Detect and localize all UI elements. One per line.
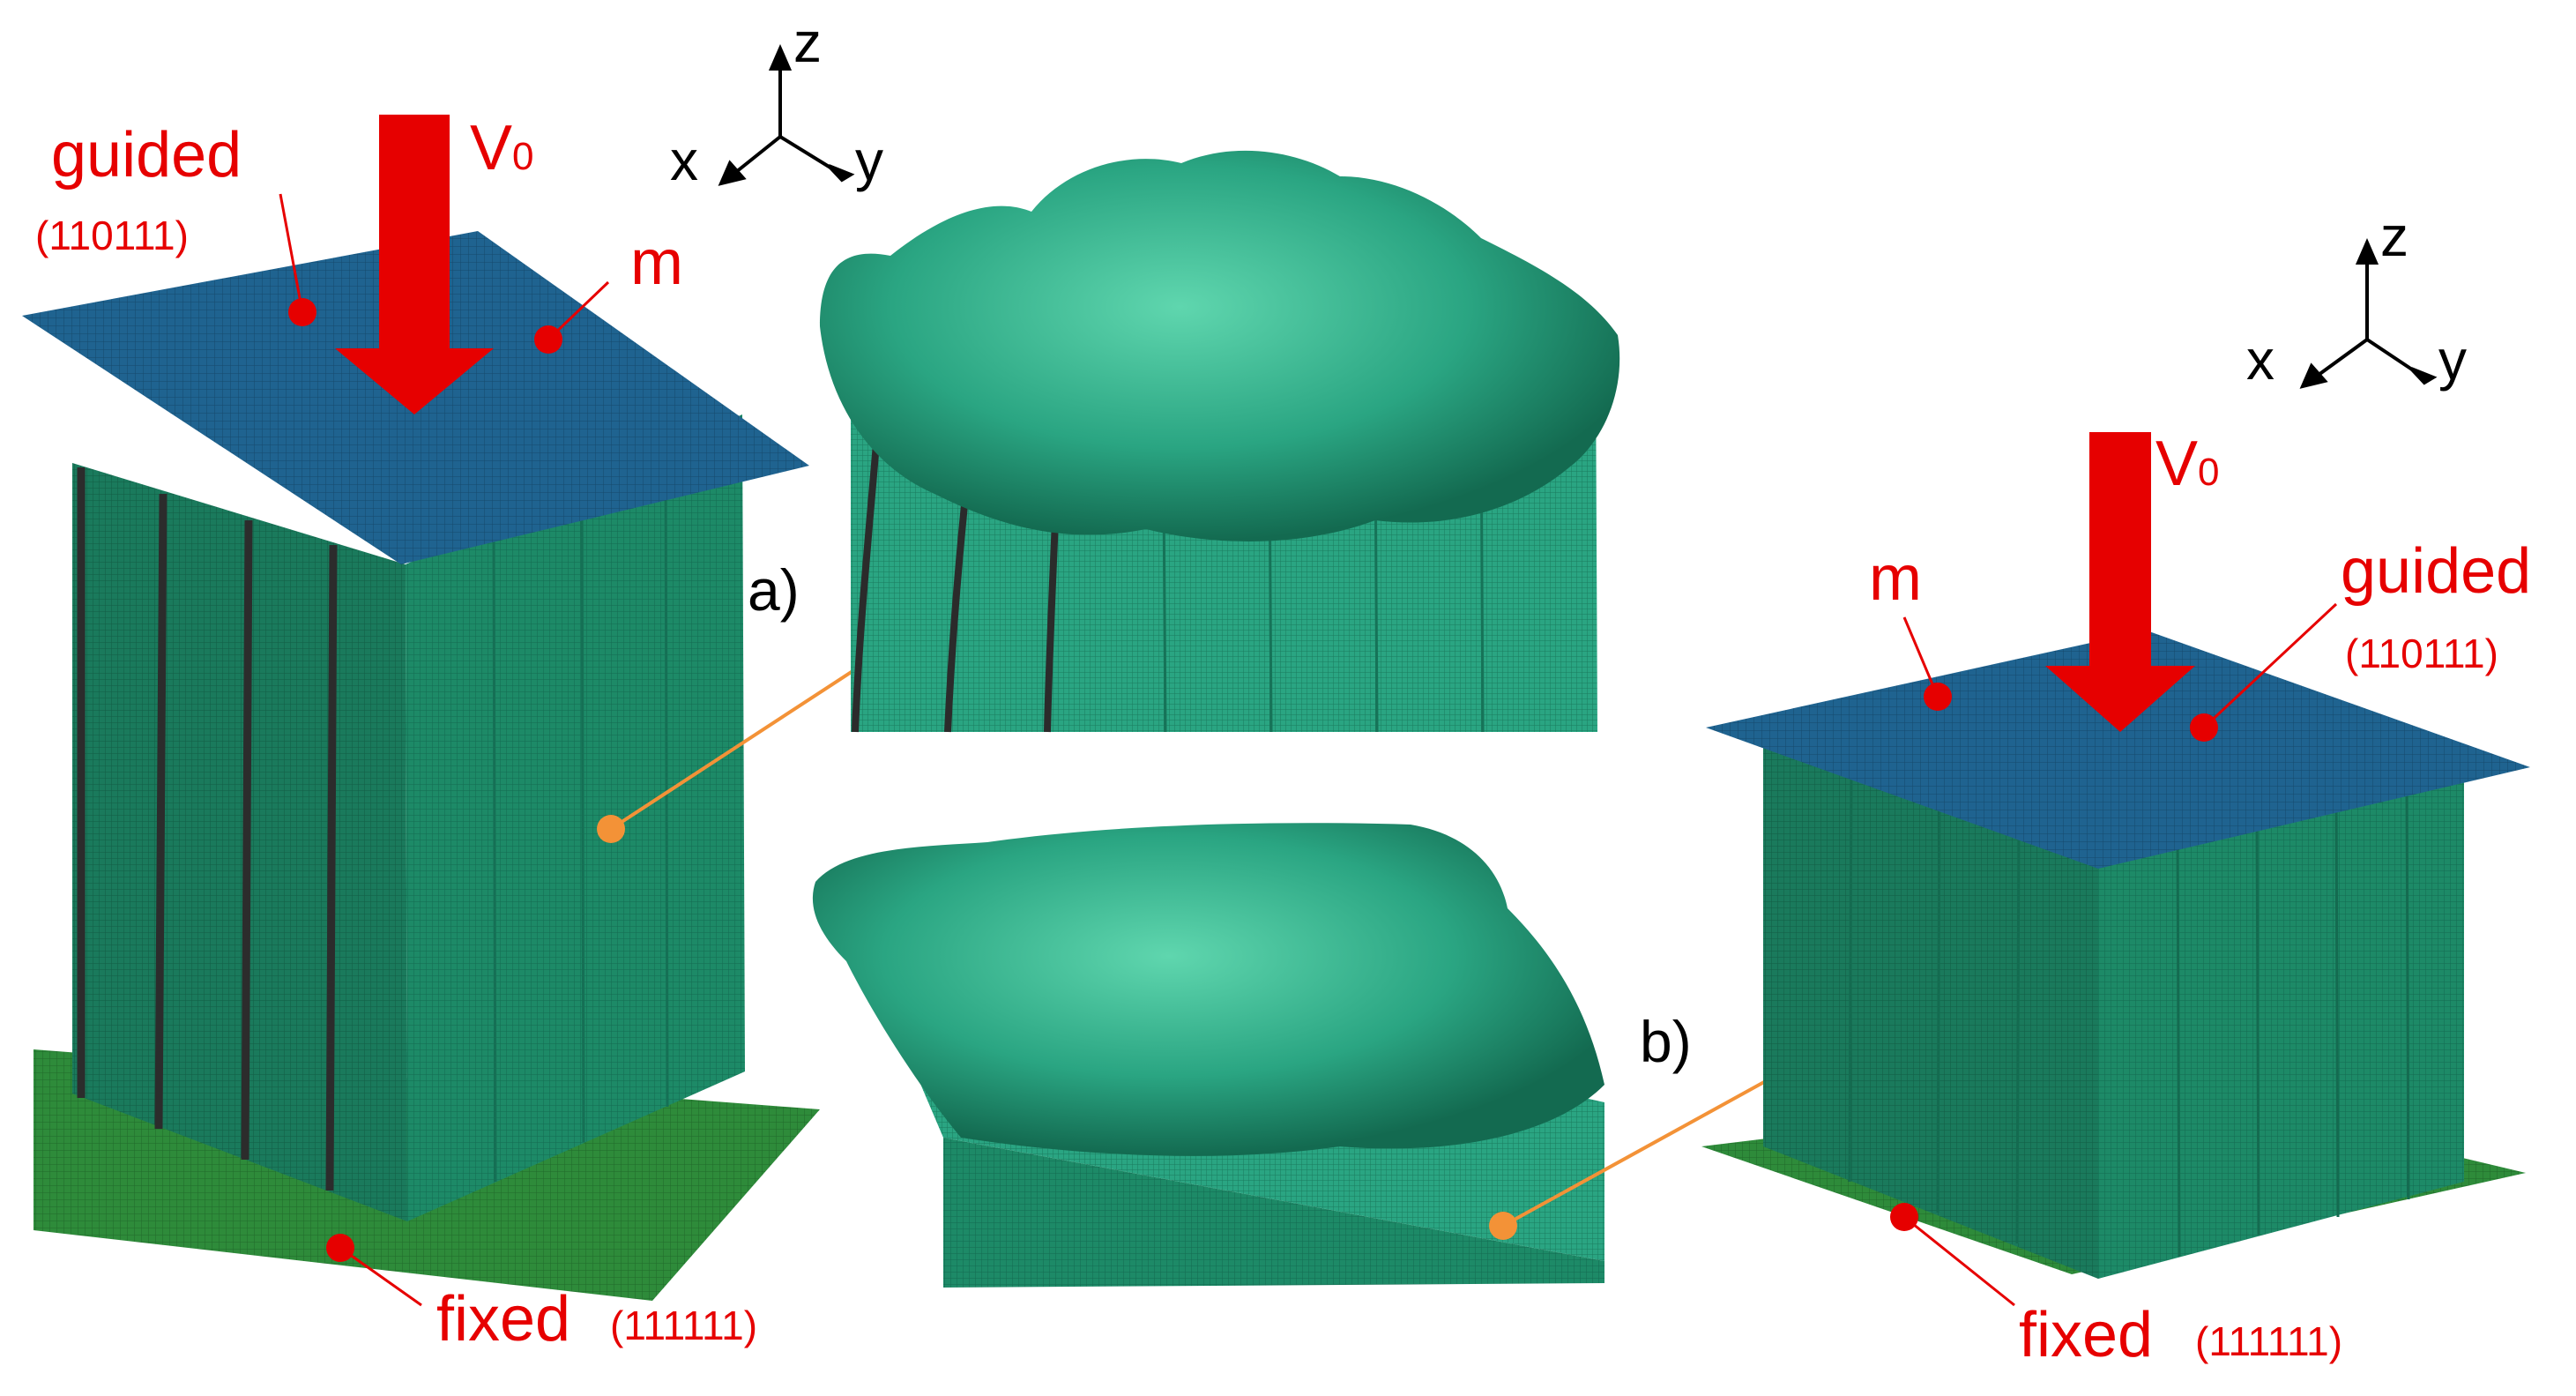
detail-b-crushed-top (812, 823, 1604, 1156)
left-detail-dot (597, 815, 625, 843)
right-velocity-subscript: 0 (2198, 451, 2220, 494)
left-column-face-left (72, 463, 407, 1221)
axis-left-z-label: z (793, 11, 822, 74)
right-detail-dot-b (1489, 1212, 1517, 1240)
left-guided-leader (279, 193, 304, 313)
right-fixed-code: (111111) (2195, 1318, 2343, 1364)
left-fixed-code: (111111) (610, 1303, 758, 1348)
right-column-face-right (2098, 767, 2464, 1279)
axis-right-z-label: z (2380, 205, 2408, 268)
right-model (1701, 432, 2530, 1307)
left-mass-leader (547, 280, 610, 341)
axis-triad-left (718, 43, 855, 186)
left-model (22, 115, 910, 1307)
left-mass-label: m (630, 228, 683, 298)
axis-right-x-label: x (2246, 328, 2274, 392)
left-guided-label: guided (51, 120, 242, 190)
detail-a-crushed-top (820, 150, 1620, 541)
panel-b-label: b) (1640, 1009, 1692, 1074)
right-guided-plate (1706, 631, 2530, 869)
right-fixed-leader (1903, 1215, 2015, 1307)
left-velocity-symbol: V (470, 113, 513, 183)
axis-left-y-label: y (855, 129, 883, 192)
left-fixed-label: fixed (436, 1284, 571, 1355)
left-velocity-label: V0 (470, 116, 534, 180)
right-column-face-left (1763, 732, 2098, 1279)
panel-a-label: a) (748, 557, 800, 623)
right-mass-label: m (1869, 543, 1922, 614)
left-column-flutes (492, 449, 669, 1183)
axis-right-y-label: y (2438, 328, 2467, 392)
right-detail-leader (1502, 1056, 1808, 1228)
axis-left-x-label: x (670, 129, 698, 192)
right-velocity-symbol: V (2155, 429, 2199, 499)
left-column-face-right (406, 414, 745, 1221)
right-fixed-label: fixed (2019, 1300, 2154, 1370)
axis-triad-right (2299, 237, 2438, 389)
left-velocity-arrow (335, 115, 494, 414)
right-guided-code: (110111) (2345, 631, 2498, 676)
detail-b (812, 823, 1808, 1288)
right-velocity-label: V0 (2155, 432, 2220, 496)
detail-a (820, 150, 1620, 733)
right-guided-leader (2202, 602, 2338, 729)
left-guided-code: (110111) (35, 213, 189, 258)
right-velocity-arrow (2045, 432, 2195, 732)
detail-b-front (943, 1138, 1604, 1288)
right-column-flutes (1848, 762, 2410, 1258)
right-mass-leader (1902, 616, 1939, 698)
left-column-grooves (77, 467, 338, 1191)
left-fixed-leader (339, 1246, 422, 1307)
right-guided-label: guided (2341, 536, 2532, 607)
left-velocity-subscript: 0 (512, 135, 534, 178)
